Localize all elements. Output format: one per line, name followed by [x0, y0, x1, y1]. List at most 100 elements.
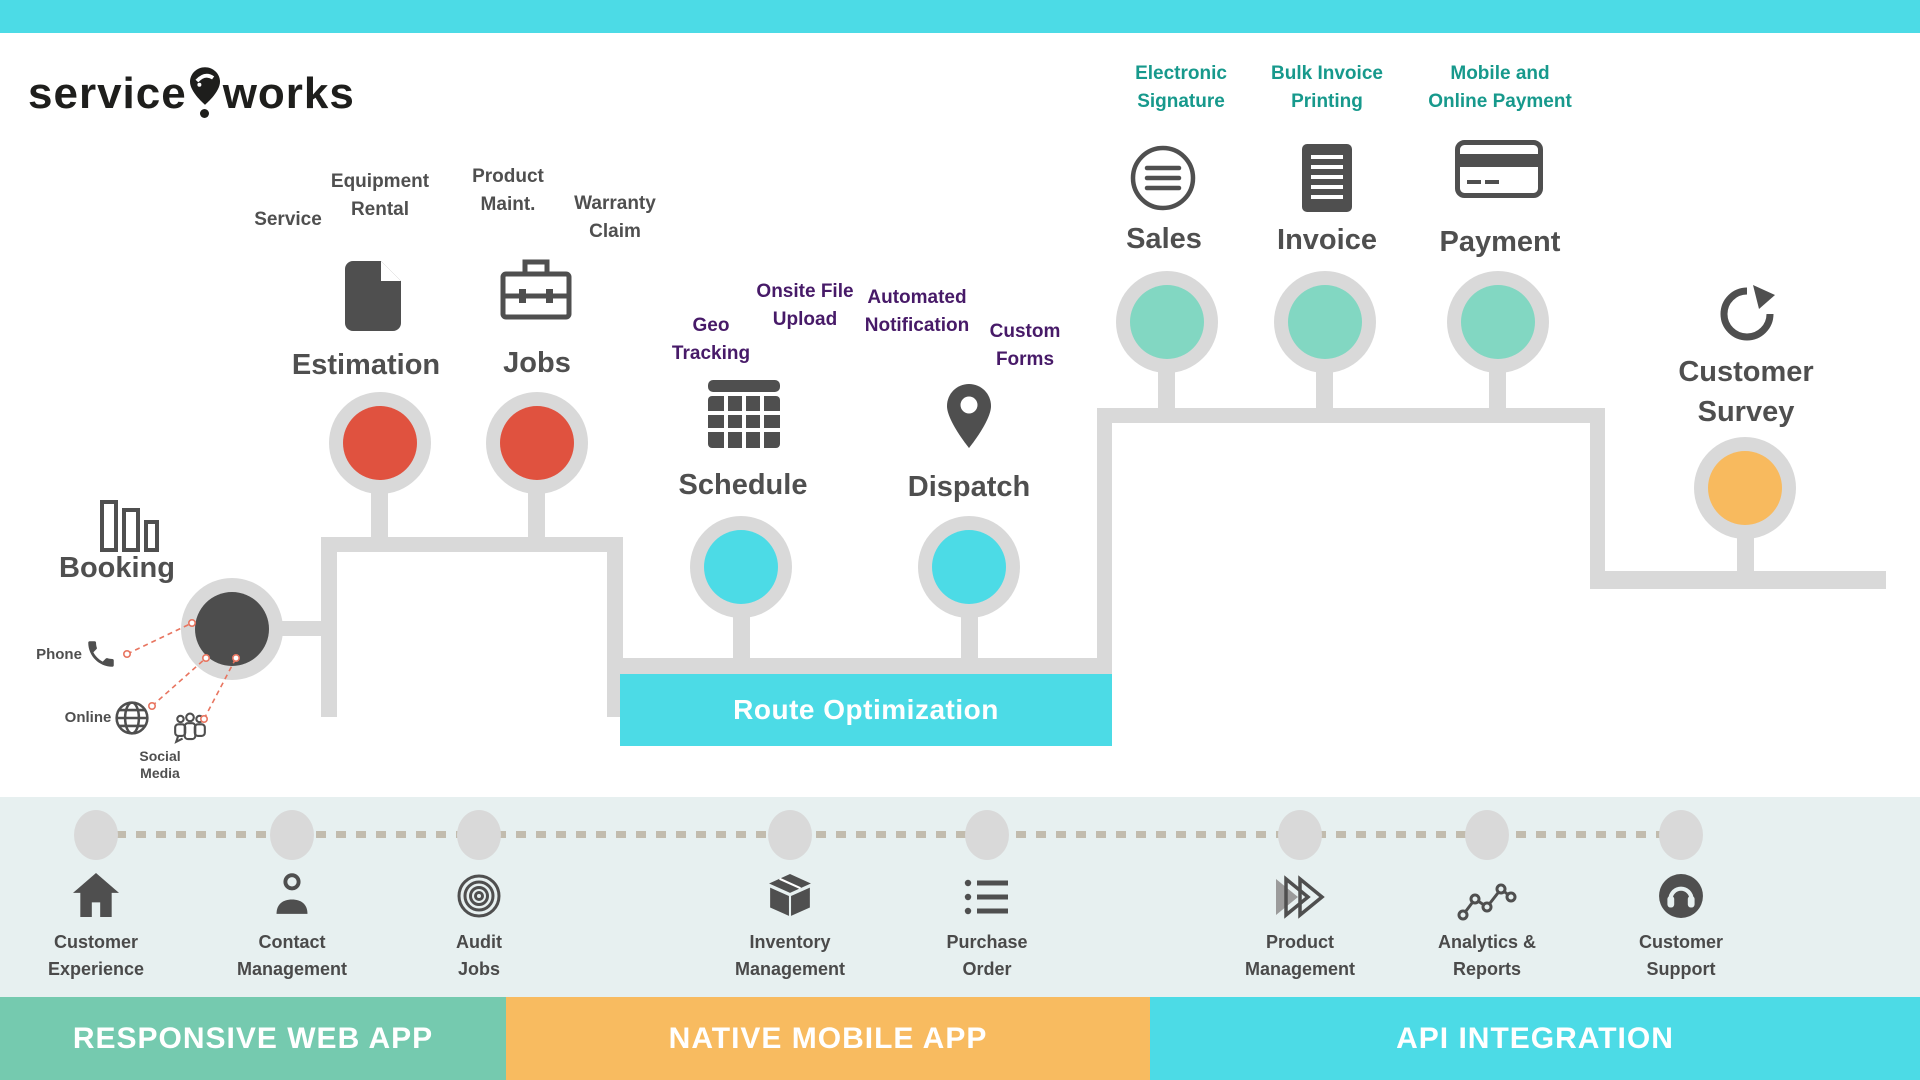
pipe-sales-stem	[1158, 366, 1175, 411]
tag-onsite-file-upload: Onsite File Upload	[756, 281, 854, 330]
feature-customer-support: Customer Support	[1581, 797, 1781, 997]
native-mobile-app-bar: NATIVE MOBILE APP	[506, 997, 1150, 1080]
pipe-dispatch-stem	[961, 610, 978, 662]
pipe-jobs-line	[321, 537, 623, 552]
tag-automated-notification: Automated Notification	[864, 287, 970, 336]
estimation-label: Estimation	[291, 349, 441, 381]
pipe-schedule-stem	[733, 610, 750, 662]
pipe-right-vertical-up	[1097, 408, 1112, 660]
logo-word-service: service	[28, 69, 187, 118]
pipe-route-band	[607, 658, 1112, 675]
map-pin-icon	[947, 384, 991, 448]
feature-product-management: Product Management	[1200, 797, 1400, 997]
node-schedule	[690, 516, 792, 618]
dispatch-dot	[932, 530, 1006, 604]
house-icon	[73, 873, 119, 917]
credit-card-icon	[1455, 140, 1543, 198]
bar-chart-icon	[100, 500, 159, 552]
node-customer-survey	[1694, 437, 1796, 539]
location-pin-icon	[189, 67, 220, 118]
target-icon	[457, 874, 501, 918]
list-icon	[964, 879, 1008, 915]
timeline-dot	[1659, 810, 1703, 860]
node-sales	[1116, 271, 1218, 373]
top-accent-bar	[0, 0, 1920, 33]
tag-product-maint: Product Maint.	[472, 166, 544, 215]
payment-label: Payment	[1439, 226, 1561, 258]
box-icon	[769, 874, 811, 916]
node-payment	[1447, 271, 1549, 373]
invoice-dot	[1288, 285, 1362, 359]
feature-analytics-reports: Analytics & Reports	[1387, 797, 1587, 997]
phone-icon	[88, 641, 114, 667]
serviceworks-logo: service works	[28, 58, 355, 124]
customer-survey-label: Customer Survey	[1678, 356, 1814, 428]
channel-online-label: Online	[64, 709, 112, 726]
timeline-dot	[457, 810, 501, 860]
social-media-icon	[174, 712, 206, 744]
timeline-dot	[74, 810, 118, 860]
feature-inventory-management: Inventory Management	[690, 797, 890, 997]
tag-warranty-claim: Warranty Claim	[574, 193, 656, 242]
tag-equipment-rental: Equipment Rental	[330, 171, 430, 220]
pipe-payment-stem	[1489, 366, 1506, 411]
tag-service: Service	[254, 209, 322, 230]
pipe-booking-connector	[272, 621, 336, 636]
globe-icon	[115, 701, 149, 735]
calendar-icon	[708, 380, 780, 448]
dispatch-label: Dispatch	[907, 471, 1031, 503]
pipe-estimation-stem	[371, 485, 388, 541]
node-dispatch	[918, 516, 1020, 618]
timeline-dotted-line	[96, 831, 1690, 838]
feature-customer-experience: Customer Experience	[0, 797, 196, 997]
channel-social-label: Social Media	[139, 748, 181, 781]
feature-purchase-order: Purchase Order	[887, 797, 1087, 997]
estimation-dot	[343, 406, 417, 480]
booking-dot	[195, 592, 269, 666]
pipe-invoice-stem	[1316, 366, 1333, 411]
tag-mobile-online-payment: Mobile and Online Payment	[1428, 63, 1572, 112]
fast-forward-icon	[1276, 875, 1325, 919]
briefcase-icon	[500, 259, 572, 320]
refresh-icon	[1720, 285, 1775, 341]
tag-bulk-invoice-printing: Bulk Invoice Printing	[1271, 63, 1383, 112]
schedule-dot	[704, 530, 778, 604]
invoice-icon	[1302, 144, 1352, 212]
payment-dot	[1461, 285, 1535, 359]
channel-phone-label: Phone	[36, 646, 82, 663]
tag-custom-forms: Custom Forms	[989, 321, 1061, 370]
node-booking	[181, 578, 283, 680]
feature-band	[0, 797, 1920, 997]
tag-geo-tracking: Geo Tracking	[671, 315, 751, 364]
feature-contact-management: Contact Management	[192, 797, 392, 997]
schedule-label: Schedule	[678, 469, 808, 501]
timeline-dot	[965, 810, 1009, 860]
responsive-web-app-bar: RESPONSIVE WEB APP	[0, 997, 506, 1080]
api-integration-bar: API INTEGRATION	[1150, 997, 1920, 1080]
person-icon	[276, 873, 308, 914]
document-icon	[345, 261, 401, 331]
pipe-survey-stem	[1737, 528, 1754, 574]
logo-word-works: works	[222, 69, 355, 118]
headset-icon	[1659, 874, 1703, 918]
jobs-dot	[500, 406, 574, 480]
timeline-dot	[270, 810, 314, 860]
booking-label: Booking	[59, 552, 175, 584]
customer-survey-dot	[1708, 451, 1782, 525]
sales-dot	[1130, 285, 1204, 359]
node-jobs	[486, 392, 588, 494]
line-chart-icon	[1457, 883, 1517, 921]
timeline-dot	[1465, 810, 1509, 860]
node-invoice	[1274, 271, 1376, 373]
pipe-far-right-vertical	[1590, 408, 1605, 588]
invoice-label: Invoice	[1277, 224, 1377, 256]
sales-lines-circle-icon	[1130, 145, 1196, 211]
node-estimation	[329, 392, 431, 494]
timeline-dot	[768, 810, 812, 860]
pipe-jobs-stem	[528, 485, 545, 541]
feature-audit-jobs: Audit Jobs	[379, 797, 579, 997]
pipe-survey-line	[1590, 571, 1886, 589]
pipe-sales-line	[1097, 408, 1605, 423]
jobs-label: Jobs	[503, 347, 571, 379]
timeline-dot	[1278, 810, 1322, 860]
